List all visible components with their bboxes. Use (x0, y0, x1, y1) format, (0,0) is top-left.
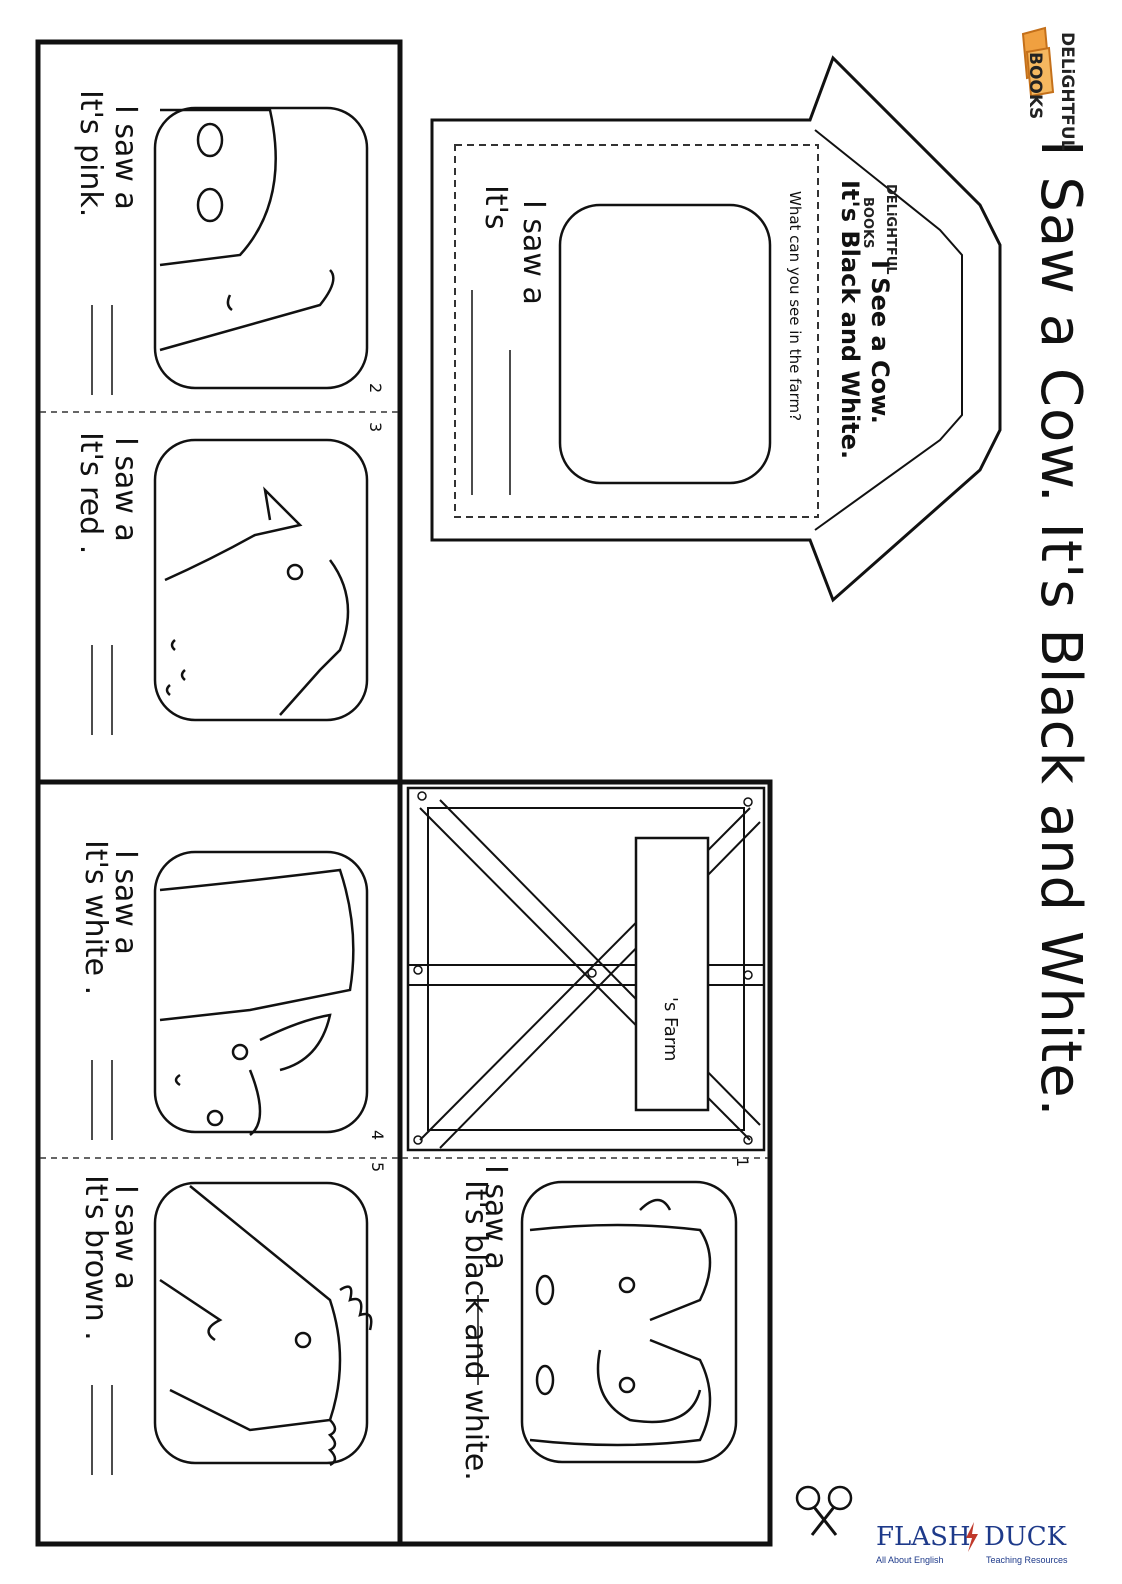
page5-line2: It's brown . (78, 1175, 113, 1341)
cover-line2: It's (478, 185, 513, 230)
page4-number: 4 (368, 1130, 387, 1141)
brand-name-right: DUCK (984, 1522, 1067, 1552)
cow-drawing (529, 1198, 712, 1447)
page5-picture-frame (153, 1181, 369, 1465)
page2-line1: I saw a (108, 105, 143, 210)
page2-picture-frame (153, 106, 369, 390)
page1-picture-frame (520, 1180, 738, 1464)
booklet-bottom-right-border (397, 779, 773, 1547)
page3-picture-frame (153, 438, 369, 722)
barn-roof-line (814, 129, 963, 531)
barn-door-frame (406, 786, 766, 1152)
page2-number: 2 (366, 383, 385, 394)
page3-line2: It's red . (73, 432, 108, 555)
page4-line2: It's white . (78, 840, 113, 996)
page5-number: 5 (368, 1162, 387, 1173)
scissors-icon (795, 1485, 853, 1536)
cover-title-line2: It's Black and White. (836, 180, 864, 460)
cover-line1: I saw a (516, 200, 551, 305)
brand-name-left: FLASH (876, 1522, 971, 1552)
farm-sign-board (634, 836, 710, 1112)
sheep-drawing (159, 868, 355, 1136)
cover-picture-frame (558, 203, 772, 485)
page2-line2: It's pink. (73, 90, 108, 218)
lightning-icon (966, 1522, 978, 1552)
answer-lines (91, 290, 511, 1475)
brand-tagline-left: All About English (876, 1555, 944, 1565)
page3-number: 3 (366, 422, 385, 433)
page3-line1: I saw a (108, 437, 143, 542)
page1-line2: It's black and white. (458, 1180, 493, 1481)
page1-number: 1 (733, 1157, 752, 1168)
cover-title-line1: I See a Cow. (866, 260, 894, 424)
flash-duck-brand: FLASH DUCK All About English Teaching Re… (876, 1522, 1076, 1572)
page4-picture-frame (153, 850, 369, 1134)
farm-sign-text: 's Farm (660, 997, 681, 1062)
pig-drawing (159, 108, 335, 352)
book-icon (1021, 26, 1055, 98)
horse-drawing (159, 1185, 373, 1467)
brand-tagline-right: Teaching Resources (986, 1555, 1068, 1565)
cover-question: What can you see in the farm? (786, 191, 804, 422)
barn-cover-outline (430, 55, 1002, 603)
barn-door-inner (427, 807, 745, 1131)
cover-dashed-border (454, 144, 819, 518)
rooster-drawing (164, 486, 350, 716)
delightful-books-logo: DELiGHTFUL BOOKS (1015, 22, 1095, 172)
